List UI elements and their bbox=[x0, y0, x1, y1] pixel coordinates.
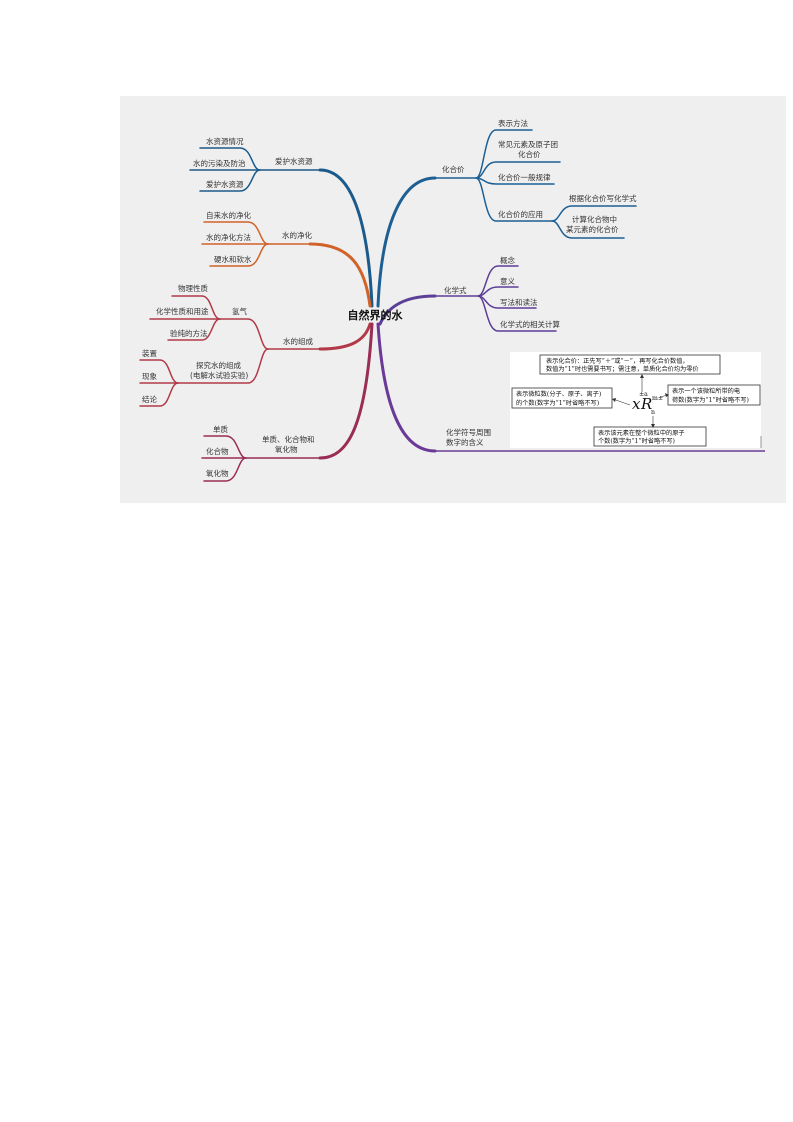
mind-map-board: 自然界的水 爱护水资源 水资源情况 水的污染及防治 爱护水资源 水的净化 自来水… bbox=[120, 96, 786, 503]
leaf-formula-2: 意义 bbox=[500, 276, 515, 286]
mind-map-canvas: 自然界的水 爱护水资源 水资源情况 水的污染及防治 爱护水资源 水的净化 自来水… bbox=[139, 118, 765, 482]
branch-symbols bbox=[376, 322, 437, 453]
leaf-application-2-line2: 某元素的化合价 bbox=[566, 224, 619, 234]
leaf-valence-2-line1: 常见元素及原子团 bbox=[498, 139, 558, 149]
leaf-hydrogen-1: 物理性质 bbox=[178, 283, 208, 293]
charge-note-line2: 荷数(数字为“1”时省略不写) bbox=[672, 396, 749, 404]
leaf-water-resources-1: 水资源情况 bbox=[206, 136, 244, 146]
leaf-application-2-line1: 计算化合物中 bbox=[572, 214, 617, 224]
leaf-formula-4: 化学式的相关计算 bbox=[500, 319, 560, 329]
branch-valence bbox=[376, 176, 437, 308]
node-hydrogen: 氢气 bbox=[232, 306, 247, 316]
symbol-sup-right: m± bbox=[652, 395, 663, 402]
node-valence: 化合价 bbox=[442, 164, 465, 174]
leaf-formula-3: 写法和读法 bbox=[500, 297, 538, 307]
branch-substances bbox=[318, 322, 374, 460]
leaf-explore-1: 装置 bbox=[142, 348, 157, 358]
atom-count-note-line1: 表示该元素在整个微粒中的原子 bbox=[598, 429, 685, 437]
node-explore-line1: 探究水的组成 bbox=[196, 360, 241, 370]
leaf-explore-3: 结论 bbox=[142, 394, 157, 404]
count-note-line2: 的个数(数字为“1”时省略不写) bbox=[516, 399, 599, 407]
branch-formula bbox=[378, 294, 437, 326]
leaf-hydrogen-2: 化学性质和用途 bbox=[156, 306, 209, 316]
symbol-x: x bbox=[632, 395, 641, 413]
center-title: 自然界的水 bbox=[348, 308, 404, 322]
leaf-purification-1: 自来水的净化 bbox=[206, 210, 251, 220]
node-water-resources: 爱护水资源 bbox=[275, 156, 313, 166]
count-note-line1: 表示微粒数(分子、原子、离子) bbox=[516, 390, 601, 398]
node-formula: 化学式 bbox=[444, 285, 467, 295]
branch-water-resources bbox=[318, 168, 374, 308]
leaf-water-resources-3: 爱护水资源 bbox=[206, 179, 244, 189]
leaf-substances-3: 氧化物 bbox=[206, 468, 229, 478]
leaf-purification-2: 水的净化方法 bbox=[206, 232, 251, 242]
node-symbols-line2: 数字的含义 bbox=[446, 437, 484, 447]
branch-composition bbox=[318, 322, 372, 351]
leaf-purification-3: 硬水和软水 bbox=[214, 254, 252, 264]
node-symbols-line1: 化学符号周围 bbox=[446, 427, 491, 437]
leaf-substances-2: 化合物 bbox=[206, 446, 229, 456]
valence-note-line1: 表示化合价：正先写“＋”或“－”，再写化合价数值， bbox=[546, 357, 689, 365]
symbol-r: R bbox=[640, 395, 652, 413]
leaf-valence-3: 化合价一般规律 bbox=[498, 172, 551, 182]
valence-note-line2: 数值为“1”时也需要书写；需注意，单质化合价均为零价 bbox=[546, 365, 699, 373]
node-substances-line1: 单质、化合物和 bbox=[262, 434, 315, 444]
leaf-valence-2-line2: 化合价 bbox=[518, 149, 541, 159]
node-purification: 水的净化 bbox=[282, 230, 312, 240]
node-explore-line2: (电解水试验实验) bbox=[190, 370, 248, 380]
symbol-meaning-diagram: 表示化合价：正先写“＋”或“－”，再写化合价数值， 数值为“1”时也需要书写；需… bbox=[510, 352, 762, 448]
symbol-sup-left: ±a bbox=[639, 391, 648, 398]
atom-count-note-line2: 个数(数字为“1”时省略不写) bbox=[598, 437, 675, 445]
leaf-water-resources-2: 水的污染及防治 bbox=[193, 158, 246, 168]
leaf-valence-4: 化合价的应用 bbox=[498, 209, 543, 219]
leaf-application-1: 根据化合价写化学式 bbox=[569, 193, 637, 203]
branch-purification bbox=[308, 242, 372, 308]
leaf-formula-1: 概念 bbox=[500, 255, 515, 265]
leaf-valence-1: 表示方法 bbox=[498, 118, 528, 128]
symbol-sub: n bbox=[651, 409, 655, 416]
leaf-explore-2: 现象 bbox=[142, 371, 157, 381]
node-composition: 水的组成 bbox=[283, 336, 313, 346]
node-substances-line2: 氧化物 bbox=[275, 444, 298, 454]
leaf-hydrogen-3: 验纯的方法 bbox=[170, 328, 208, 338]
leaf-substances-1: 单质 bbox=[213, 424, 228, 434]
charge-note-line1: 表示一个该微粒所带的电 bbox=[672, 387, 740, 395]
